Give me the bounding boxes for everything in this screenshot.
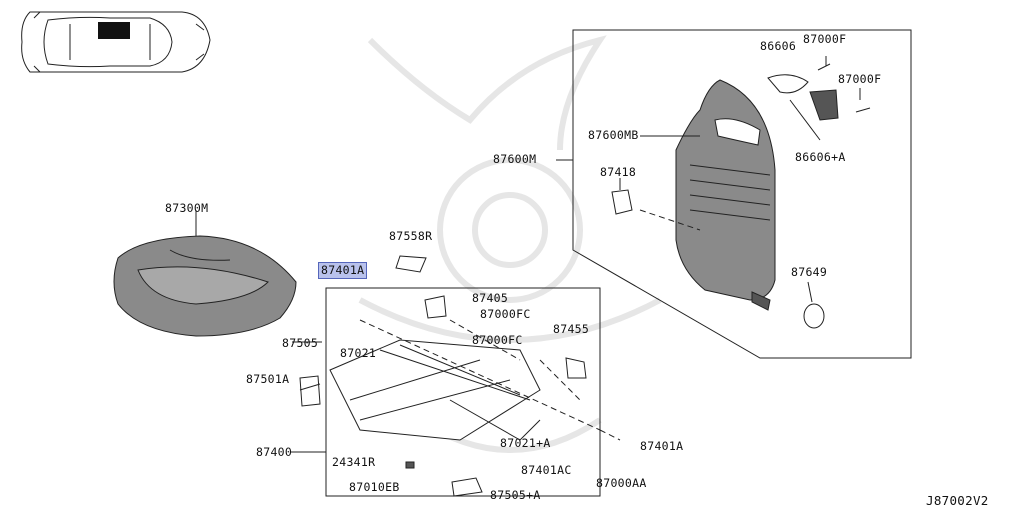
label-87600m[interactable]: 87600M [493, 152, 537, 166]
label-87649[interactable]: 87649 [791, 265, 828, 279]
label-87501a[interactable]: 87501A [246, 372, 290, 386]
seat-frame-87400 [299, 255, 587, 497]
label-87021a[interactable]: 87021+A [500, 436, 551, 450]
label-87600mb[interactable]: 87600MB [588, 128, 639, 142]
label-87000f-upper[interactable]: 87000F [803, 32, 847, 46]
seatback-group-box [572, 29, 912, 359]
label-87000fc-upper[interactable]: 87000FC [480, 307, 531, 321]
label-87455[interactable]: 87455 [553, 322, 590, 336]
label-86606[interactable]: 86606 [760, 39, 797, 53]
label-87401a-right[interactable]: 87401A [640, 439, 684, 453]
trim-86606a [809, 89, 839, 121]
seat-location-marker [98, 22, 130, 39]
label-87401a-highlighted[interactable]: 87401A [318, 262, 368, 279]
label-87000fc-lower[interactable]: 87000FC [472, 333, 523, 347]
label-87418[interactable]: 87418 [600, 165, 637, 179]
label-87505[interactable]: 87505 [282, 336, 319, 350]
label-87558r[interactable]: 87558R [389, 229, 433, 243]
label-24341r[interactable]: 24341R [332, 455, 376, 469]
label-87505a[interactable]: 87505+A [490, 488, 541, 502]
label-87300m[interactable]: 87300M [165, 201, 209, 215]
car-thumbnail [21, 11, 211, 73]
seat-cushion-87300m [113, 218, 297, 337]
cap-87649 [803, 303, 825, 329]
watermark-emblem [358, 35, 662, 453]
diagram-code: J87002V2 [926, 493, 989, 508]
trim-86606 [767, 74, 809, 94]
label-87401ac[interactable]: 87401AC [521, 463, 572, 477]
label-87000f-lower[interactable]: 87000F [838, 72, 882, 86]
frame-group-box [325, 287, 601, 497]
label-87000aa[interactable]: 87000AA [596, 476, 647, 490]
label-86606a[interactable]: 86606+A [795, 150, 846, 164]
label-87405[interactable]: 87405 [472, 291, 509, 305]
seatback-87600mb [675, 79, 776, 311]
part-87418 [611, 189, 633, 215]
label-87021[interactable]: 87021 [340, 346, 377, 360]
label-87400[interactable]: 87400 [256, 445, 293, 459]
label-87010eb[interactable]: 87010EB [349, 480, 400, 494]
